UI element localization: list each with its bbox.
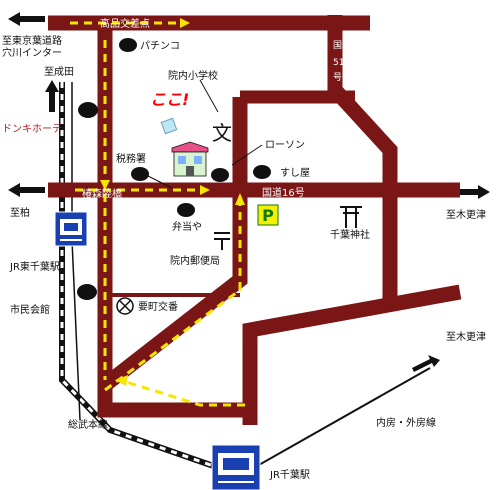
label-tsubakimori: 椿森陸橋 <box>82 187 122 200</box>
label-post-office: 院内郵便局 <box>170 254 220 267</box>
school-icon: 文 <box>212 121 232 145</box>
label-tax-office: 税務署 <box>116 152 146 165</box>
train-station-icon <box>54 211 88 247</box>
route-arrowheads <box>100 18 245 386</box>
leader-lines <box>139 79 263 189</box>
label-pachinko: パチンコ <box>140 40 180 52</box>
railway-uchibo <box>249 367 431 471</box>
label-city-hall: 市民会館 <box>10 303 50 316</box>
label-sobu-line: 総武本線 <box>68 418 108 431</box>
label-higashikanto-2: 穴川インター <box>2 46 62 59</box>
label-route16: 国道16号 <box>262 186 305 199</box>
arrow-left-icon <box>8 12 45 26</box>
label-school: 院内小学校 <box>168 69 218 82</box>
destination-house-icon <box>160 117 209 177</box>
label-route51-b: 51 <box>333 58 344 68</box>
roads <box>48 15 462 425</box>
arrow-left-icon <box>8 183 45 197</box>
train-station-icon <box>211 444 261 490</box>
label-higashikanto-1: 至東京葉道路 <box>2 34 62 47</box>
label-to-kashiwa: 至柏 <box>10 206 30 219</box>
label-bento: 弁当や <box>172 220 202 233</box>
arrow-up-icon <box>45 80 59 112</box>
post-office-icon <box>214 232 230 250</box>
koban-icon <box>116 297 134 315</box>
label-uchibo-sotobo: 内房・外房線 <box>376 416 436 429</box>
label-chiba-shrine: 千葉神社 <box>330 228 370 241</box>
label-to-narita: 至成田 <box>44 66 74 78</box>
label-jr-higashi-chiba: JR東千葉駅 <box>9 260 60 273</box>
label-route51-a: 国道 <box>333 39 351 51</box>
parking-icon: P <box>257 204 279 226</box>
arrow-right-icon <box>460 185 490 199</box>
label-route51-c: 号 <box>333 72 342 83</box>
label-jr-chiba: JR千葉駅 <box>269 468 310 481</box>
label-kaname-koban: 要町交番 <box>138 300 178 313</box>
svg-text:P: P <box>262 206 274 225</box>
label-donki: ドンキホーテ <box>2 123 62 135</box>
svg-text:文: 文 <box>212 121 232 145</box>
label-lawson: ローソン <box>265 140 305 151</box>
label-koko: ここ! <box>150 90 189 109</box>
route-path <box>70 21 245 407</box>
label-sushi: すし屋 <box>280 167 310 179</box>
label-takashina: 高品交差点 <box>100 17 150 30</box>
label-to-kisarazu-2: 至木更津 <box>446 331 486 343</box>
landmark-dots <box>77 38 271 300</box>
railway-narita-branch <box>71 82 81 421</box>
shrine-icon <box>340 206 362 228</box>
arrow-right-icon <box>412 355 440 372</box>
label-to-kisarazu-1: 至木更津 <box>446 209 486 221</box>
